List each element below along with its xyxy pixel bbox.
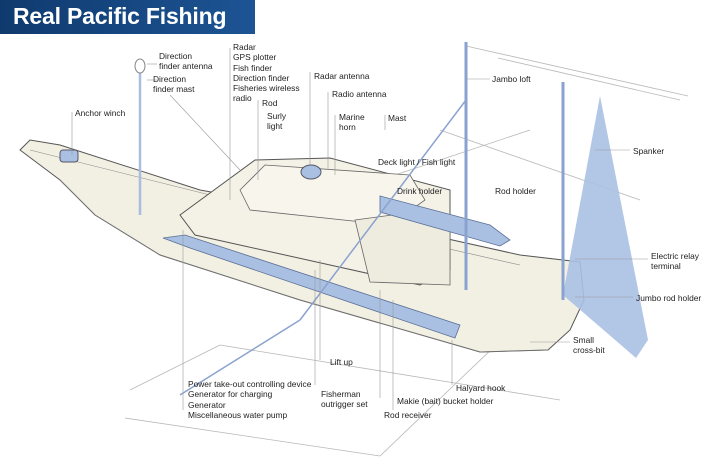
label-deck-light: Deck light / Fish light	[378, 157, 456, 167]
label-mast: Mast	[388, 113, 407, 123]
label-radio-antenna: Radio antenna	[332, 89, 387, 99]
label-electric-relay-terminal: Electric relay terminal	[651, 251, 699, 272]
label-lift-up: Lift up	[330, 357, 353, 367]
label-rod-receiver: Rod receiver	[384, 410, 432, 420]
page-title: Real Pacific Fishing	[13, 3, 227, 29]
label-drink-holder: Drink holder	[397, 186, 443, 196]
leader-lines	[71, 48, 648, 410]
label-jumbo-rod-holder: Jumbo rod holder	[636, 293, 702, 303]
label-jumbo-loft: Jambo loft	[492, 74, 531, 84]
label-direction-finder-antenna: Direction finder antenna	[159, 51, 213, 72]
gunwales	[162, 195, 511, 339]
label-halyard-hook: Halyard hook	[456, 383, 506, 393]
cabin	[179, 157, 451, 286]
anchor-winch	[59, 149, 79, 163]
direction-finder-antenna	[134, 58, 146, 74]
label-bait-bucket-holder: Makie (bait) bucket holder	[397, 396, 494, 406]
title-banner: Real Pacific Fishing	[0, 0, 255, 34]
label-direction-finder-mast: Direction finder mast	[153, 74, 195, 95]
radar-dome	[300, 164, 322, 180]
label-power-group: Power take-out controlling device Genera…	[188, 379, 312, 420]
label-spanker: Spanker	[633, 146, 665, 156]
label-fisherman-outrigger: Fisherman outrigger set	[321, 389, 368, 410]
label-surly-light: Surly light	[267, 111, 287, 132]
label-anchor-winch: Anchor winch	[75, 108, 126, 118]
label-marine-horn: Marine horn	[339, 112, 365, 133]
label-rod-holder: Rod holder	[495, 186, 536, 196]
outrigger-pole	[299, 99, 467, 321]
label-electronics: Radar GPS plotter Fish finder Direction …	[233, 42, 300, 104]
label-radar-antenna: Radar antenna	[314, 71, 370, 81]
label-rod: Rod	[262, 98, 278, 108]
label-small-cross-bit: Small cross-bit	[573, 335, 605, 356]
spanker-sail	[563, 96, 648, 358]
